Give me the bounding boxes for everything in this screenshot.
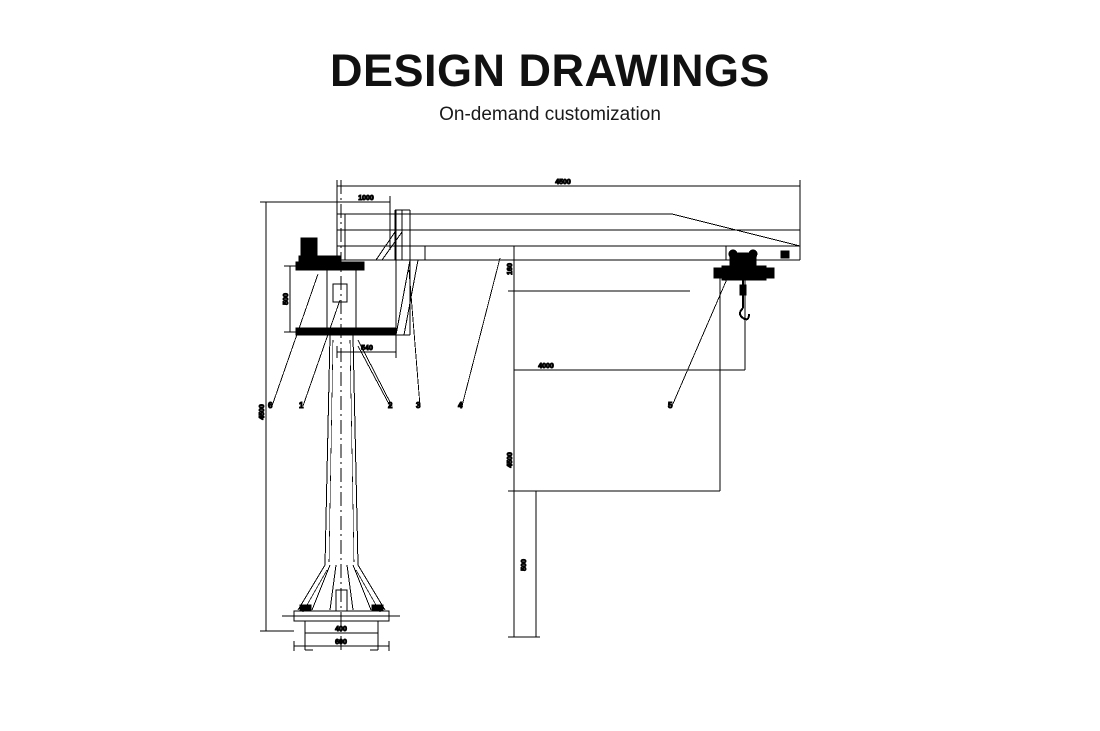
page-title: DESIGN DRAWINGS (329, 45, 771, 96)
jib-crane-drawing: 4500 1000 (259, 179, 801, 651)
dim-label-bracket-offset: 1000 (358, 195, 374, 202)
dim-label-beam-depth: 160 (507, 263, 514, 275)
dimension-beam-depth (508, 245, 690, 292)
technical-drawing-container: 4500 1000 (0, 150, 1100, 731)
callout-label-4: 4 (458, 401, 463, 410)
dim-label-lift-height: 4000 (538, 363, 554, 370)
dimension-column-height (260, 201, 337, 632)
dimension-lift-height (513, 291, 600, 490)
dim-label-base-outer: 600 (335, 639, 347, 646)
dim-label-span-total: 4500 (555, 179, 571, 186)
slew-bearing-housing (326, 270, 357, 332)
pivot-bracket-frame (395, 209, 426, 336)
lower-bearing-plate (295, 327, 397, 336)
dimension-bracket-width (336, 335, 397, 358)
callout-label-1: 1 (299, 401, 304, 410)
dimension-base-inner (304, 628, 379, 638)
electric-hoist-trolley (713, 249, 775, 321)
dimension-hook-height (508, 278, 721, 638)
dim-label-slew-bearing: 500 (283, 293, 290, 305)
dim-label-column-height: 4500 (259, 404, 266, 420)
callout-label-3: 3 (416, 401, 421, 410)
beam-end-stop (780, 250, 790, 259)
page-subtitle: On-demand customization (439, 104, 661, 126)
dim-label-base-inner: 400 (335, 626, 347, 633)
dim-label-bracket-width: 540 (361, 345, 373, 352)
slew-drive-motor (298, 237, 320, 262)
crane-column (324, 334, 359, 566)
dim-label-ground-clearance: 500 (521, 559, 528, 571)
callout-label-5: 5 (668, 401, 673, 410)
callout-label-6: 6 (268, 401, 273, 410)
callout-label-2: 2 (388, 401, 393, 410)
callout-leaders (271, 257, 731, 407)
dimension-base-outer (293, 641, 390, 651)
dim-label-hook-height: 4500 (507, 452, 514, 468)
dimension-slew-bearing (284, 265, 327, 333)
page-header: DESIGN DRAWINGS On-demand customization (0, 0, 1100, 126)
beam-tie-brace (375, 209, 403, 261)
